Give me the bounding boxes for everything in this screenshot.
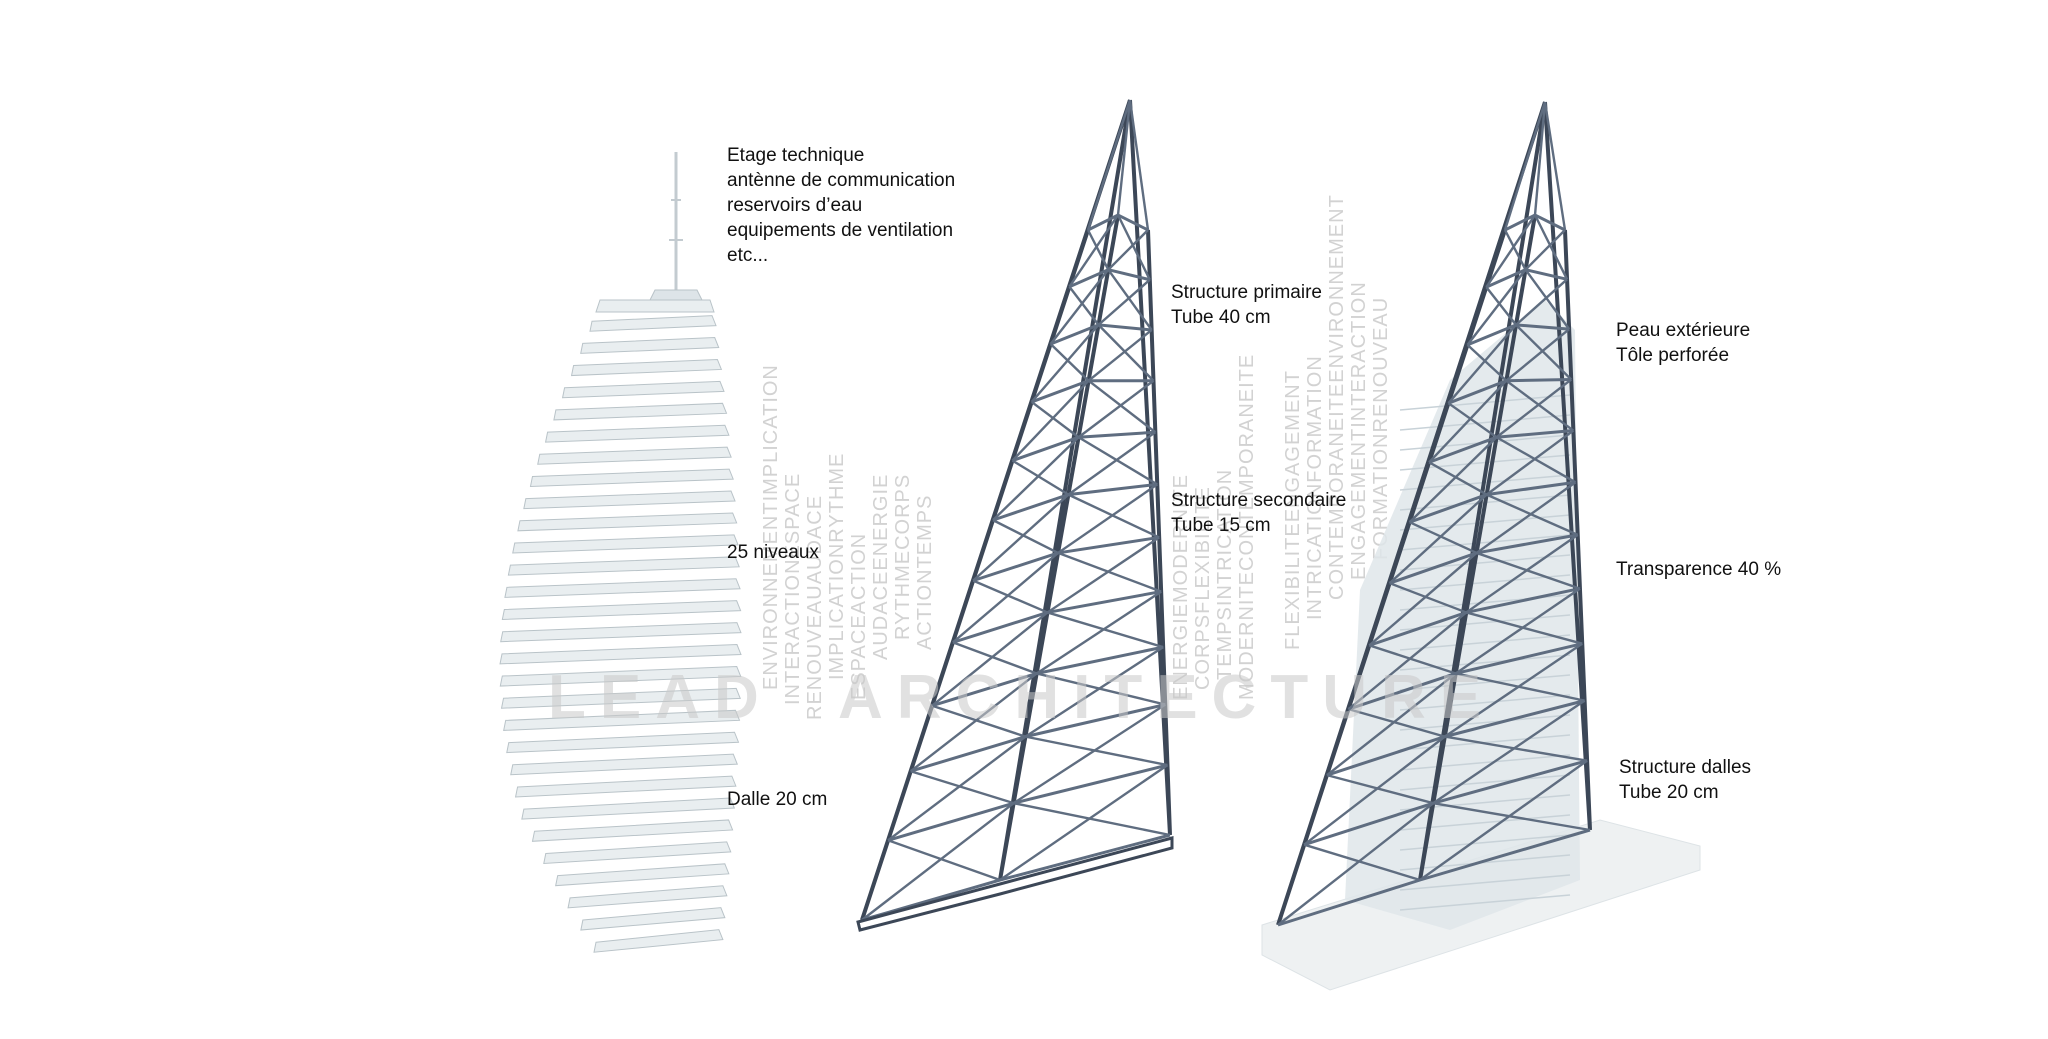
- diagonal-brace: [1079, 381, 1154, 437]
- diagonal-brace: [1058, 553, 1161, 592]
- diagonal-brace: [1068, 495, 1159, 538]
- floor-slab: [522, 798, 734, 819]
- floor-slab: [532, 820, 732, 841]
- floor-slab: [544, 842, 731, 864]
- floor-slab: [546, 425, 729, 442]
- label-transparency: Transparence 40 %: [1616, 557, 1781, 582]
- floor-slab: [513, 535, 738, 553]
- label-slab: Dalle 20 cm: [727, 787, 827, 812]
- floor-slab: [554, 403, 727, 420]
- label-technical-floor: Etage technique antènne de communication…: [727, 143, 955, 268]
- ring-beam: [973, 537, 1159, 580]
- floor-slab: [594, 930, 723, 953]
- floor-slab: [563, 381, 724, 397]
- floor-slab: [581, 908, 725, 930]
- floor-slab: [572, 359, 722, 375]
- technical-floor-cap: [650, 290, 702, 300]
- diagonal-brace: [1079, 437, 1158, 484]
- label-primary-structure: Structure primaire Tube 40 cm: [1171, 280, 1322, 330]
- diagonal-brace: [993, 520, 1058, 553]
- diagonal-brace: [1047, 612, 1163, 647]
- diagonal-brace: [862, 803, 1014, 920]
- floor-slab: [556, 864, 729, 886]
- floor-slab: [500, 645, 741, 664]
- diagonal-brace: [973, 581, 1047, 613]
- watermark-architecture: ARCHITECTURE: [838, 662, 1495, 733]
- floor-slab: [581, 338, 719, 354]
- diagonal-brace: [1025, 737, 1167, 765]
- tower-slabs: [500, 152, 741, 952]
- tower-with-skin: [1262, 102, 1700, 990]
- diagonal-brace: [888, 840, 1000, 880]
- floor-slab: [511, 754, 738, 775]
- floor-slab: [518, 513, 737, 531]
- diagonal-brace: [888, 737, 1025, 841]
- watermark-lead: LEAD: [548, 662, 773, 733]
- floor-slab: [508, 557, 739, 575]
- top-slab: [596, 300, 714, 312]
- floor-slab: [505, 579, 740, 598]
- floor-slab: [524, 491, 735, 509]
- floor-slab: [530, 469, 733, 486]
- floor-slab: [501, 623, 741, 642]
- diagonal-brace: [1014, 803, 1170, 835]
- base-ring: [858, 838, 1172, 930]
- floor-slab: [538, 447, 731, 464]
- floor-slab: [590, 316, 716, 332]
- floor-slab: [502, 601, 740, 620]
- diagonal-brace: [1118, 215, 1150, 280]
- label-outer-skin: Peau extérieure Tôle perforée: [1616, 318, 1750, 368]
- floor-slab: [568, 886, 727, 908]
- label-secondary-structure: Structure secondaire Tube 15 cm: [1171, 488, 1346, 538]
- label-slab-structure: Structure dalles Tube 20 cm: [1619, 755, 1751, 805]
- diagonal-brace: [1012, 461, 1068, 495]
- diagonal-brace: [911, 771, 1014, 803]
- floor-slab: [516, 776, 736, 797]
- label-levels: 25 niveaux: [727, 540, 819, 565]
- floor-slab: [507, 732, 739, 752]
